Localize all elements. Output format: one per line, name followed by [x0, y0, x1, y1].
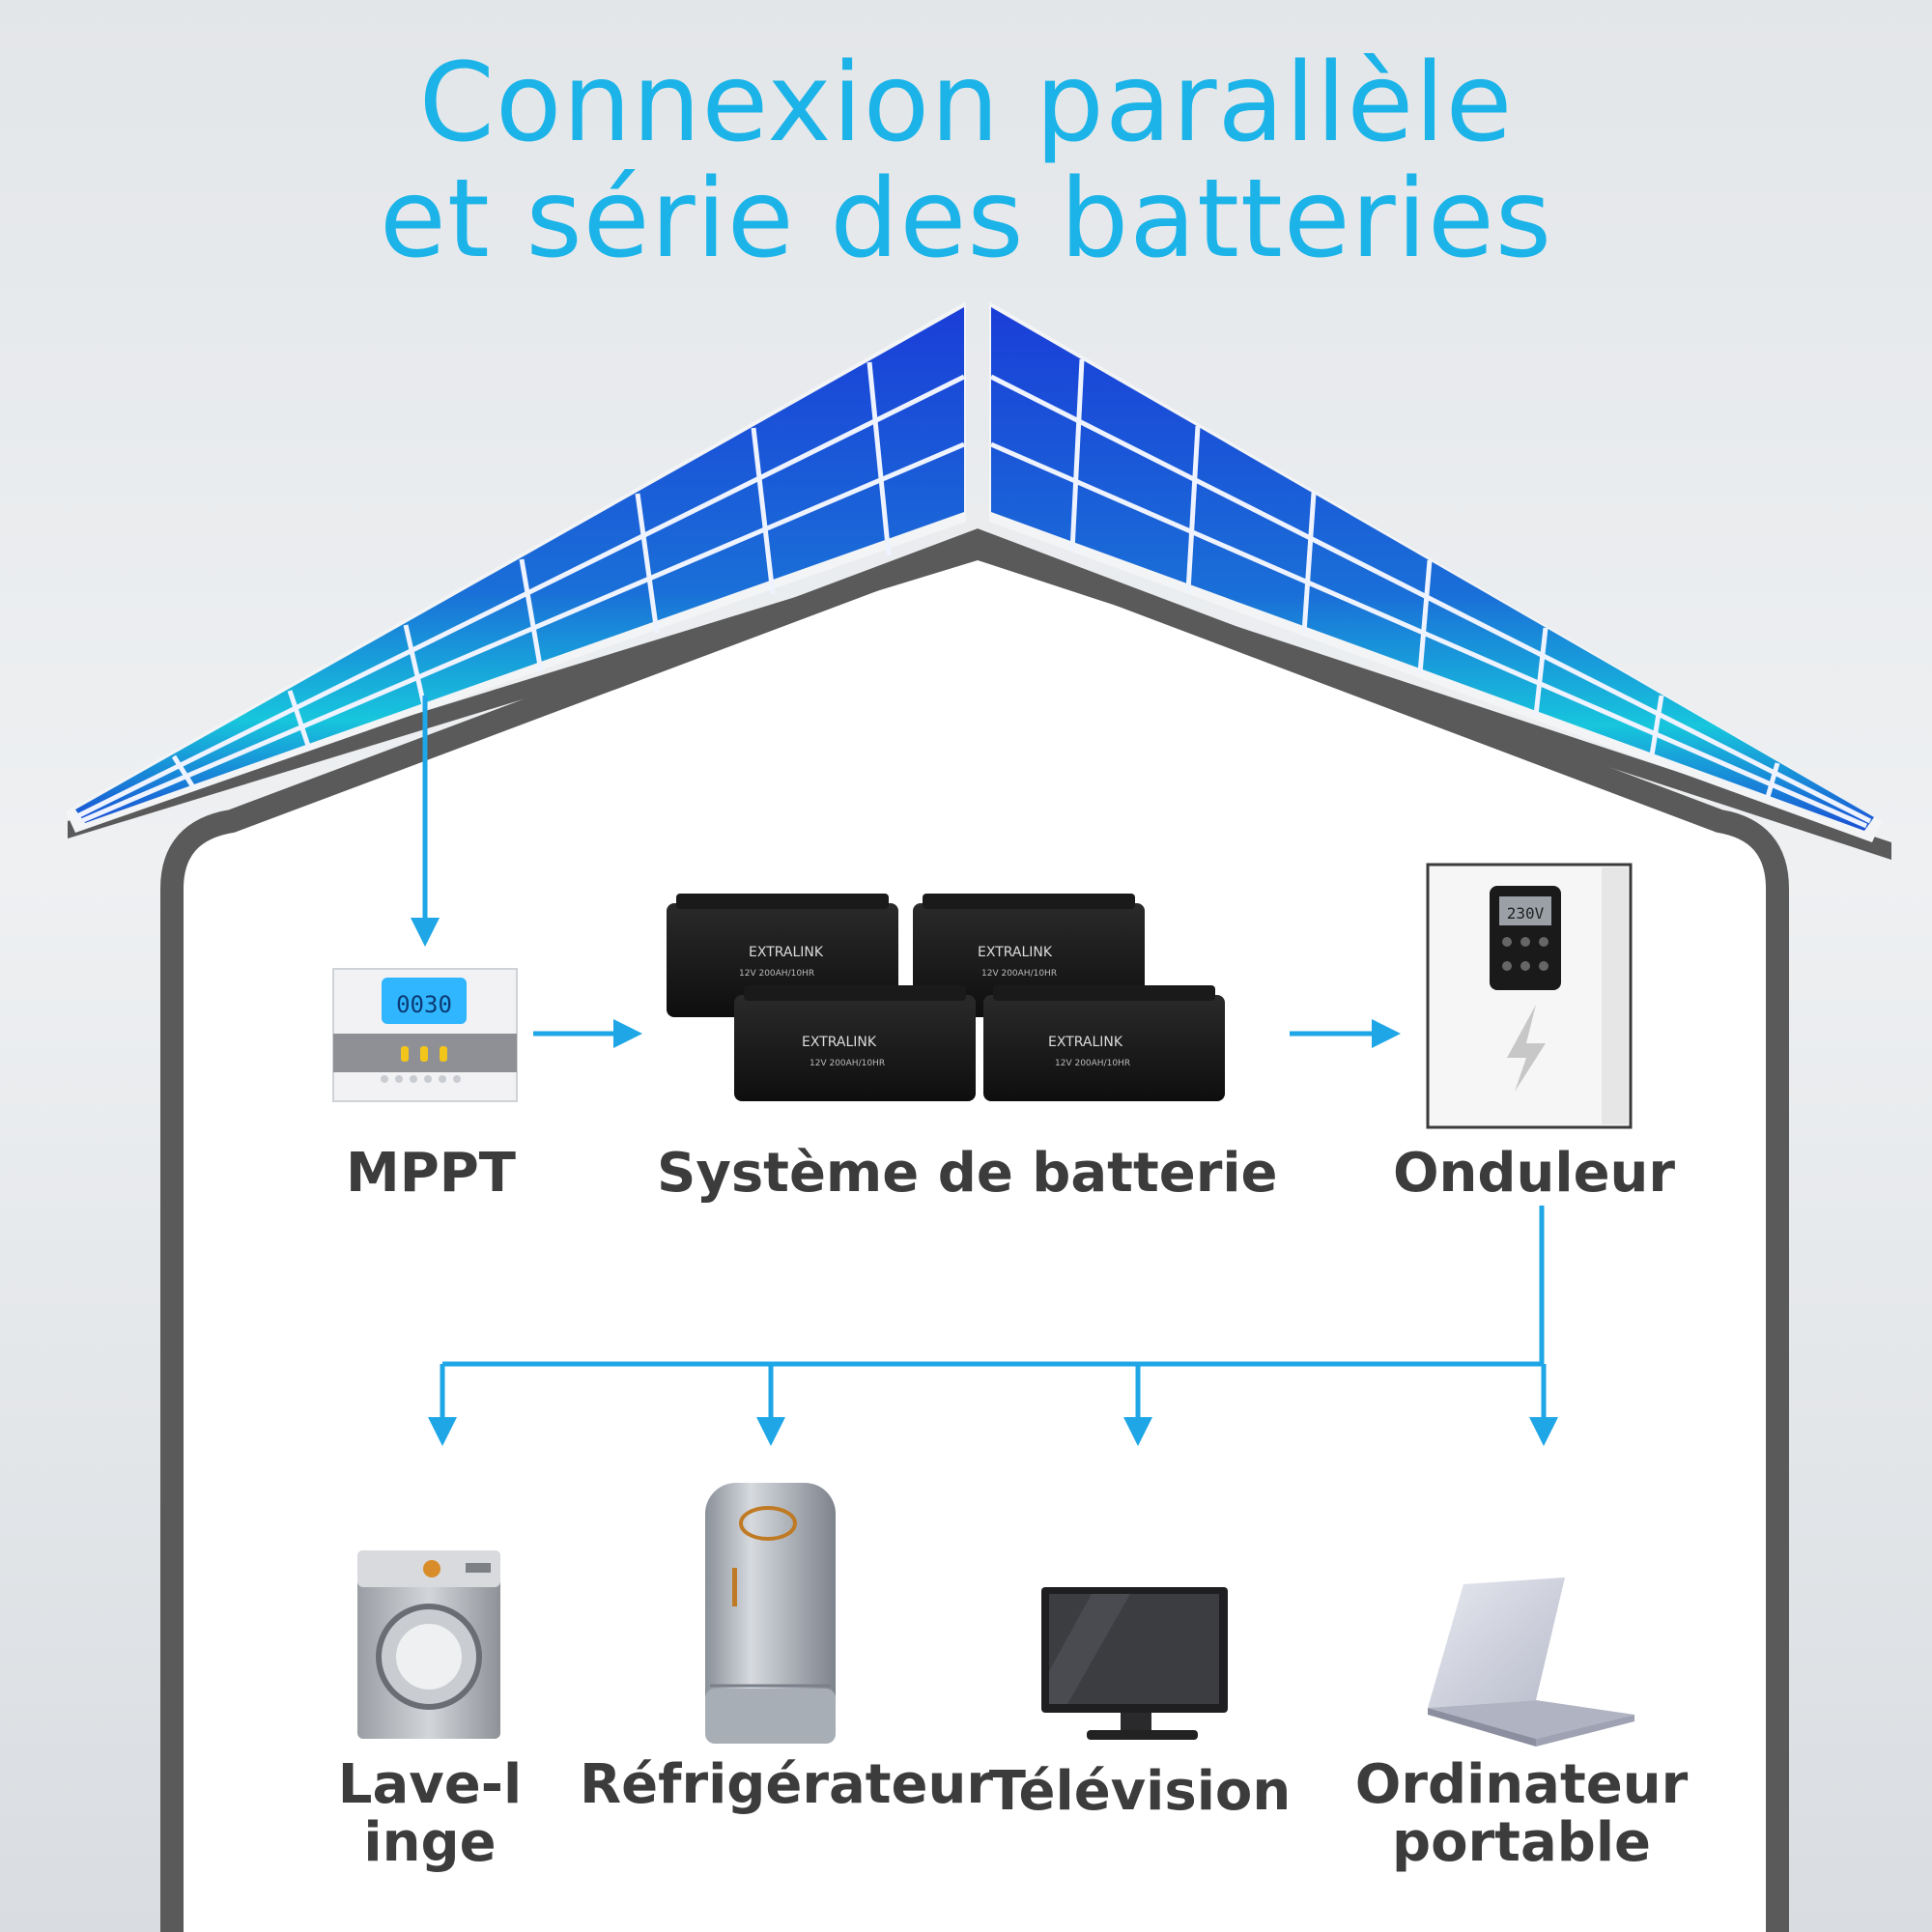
washing-machine-label: Lave-l inge — [309, 1756, 551, 1872]
battery-model: 12V 200AH/10HR — [981, 969, 1057, 979]
inverter-label: Onduleur — [1392, 1142, 1676, 1205]
flow-arrows — [411, 696, 1558, 1446]
battery-brand: EXTRALINK — [1048, 1035, 1123, 1050]
inverter-display: 230V — [1507, 904, 1545, 923]
battery-brand: EXTRALINK — [978, 945, 1053, 960]
solar-panel-left — [66, 301, 966, 833]
fridge-icon — [705, 1483, 836, 1744]
mppt-display: 0030 — [396, 991, 452, 1018]
battery-model: 12V 200AH/10HR — [810, 1059, 885, 1068]
title-line-2: et série des batteries — [379, 156, 1553, 282]
washing-machine-label-line2: inge — [363, 1811, 497, 1874]
solar-panel-right — [989, 301, 1882, 842]
washing-machine-icon — [357, 1550, 500, 1739]
fridge-label: Réfrigérateur — [580, 1753, 993, 1816]
tv-label: Télévision — [988, 1760, 1292, 1823]
television-icon — [1041, 1587, 1228, 1740]
washing-machine-label-line1: Lave-l — [337, 1753, 523, 1816]
battery-icon: EXTRALINK 12V 200AH/10HR — [983, 985, 1225, 1101]
battery-system-label: Système de batterie — [657, 1142, 1278, 1205]
battery-model: 12V 200AH/10HR — [1055, 1059, 1130, 1068]
mppt-controller-icon: 0030 — [332, 968, 518, 1102]
inverter-icon: 230V — [1426, 863, 1633, 1129]
laptop-icon — [1428, 1577, 1634, 1747]
laptop-label-line2: portable — [1392, 1811, 1651, 1874]
laptop-label-line1: Ordinateur — [1354, 1753, 1689, 1816]
battery-icon: EXTRALINK 12V 200AH/10HR — [734, 985, 976, 1101]
lightning-icon — [1507, 1005, 1546, 1092]
battery-system-icon: EXTRALINK 12V 200AH/10HR EXTRALINK 12V 2… — [667, 894, 1225, 1101]
battery-brand: EXTRALINK — [802, 1035, 877, 1050]
battery-brand: EXTRALINK — [749, 945, 824, 960]
battery-model: 12V 200AH/10HR — [739, 969, 814, 979]
title-line-1: Connexion parallèle — [418, 41, 1514, 166]
mppt-label: MPPT — [345, 1142, 516, 1205]
laptop-label: Ordinateur portable — [1352, 1756, 1690, 1872]
